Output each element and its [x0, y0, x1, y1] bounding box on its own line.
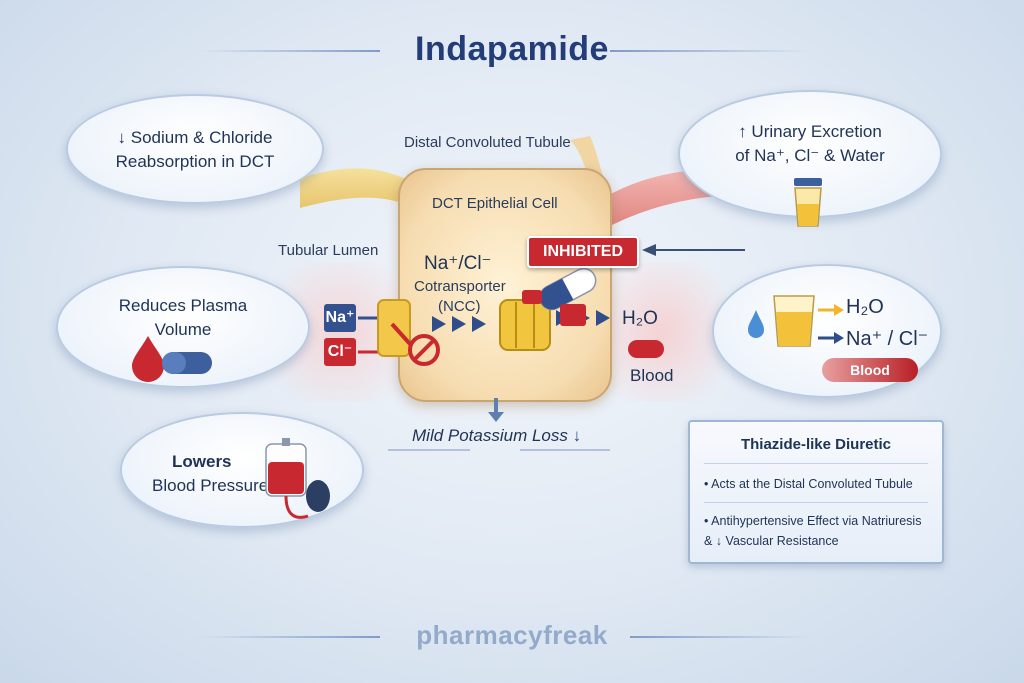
label-cotransporter-ions: Na⁺/Cl⁻: [424, 253, 492, 274]
bubble-bp-line2: Blood Pressure: [152, 476, 269, 495]
red-pill-icon: [628, 340, 664, 358]
red-vessel: [600, 168, 720, 226]
bubble-plasma-line1: Reduces Plasma: [118, 296, 248, 315]
bubble-h2o-label: H₂O: [846, 296, 884, 318]
title-line-left: [200, 50, 380, 52]
bubble-excretion-line2: of Na⁺, Cl⁻ & Water: [735, 146, 885, 165]
info-box-divider-2: [704, 502, 928, 503]
bubble-reabsorption-line2: Reabsorption in DCT: [115, 152, 275, 171]
bubble-plasma-line2: Volume: [154, 320, 212, 339]
iv-bag-icon: [265, 438, 330, 519]
label-blood: Blood: [630, 366, 674, 385]
potassium-loss-label: Mild Potassium Loss: [412, 426, 568, 445]
down-arrow-icon: ↓: [117, 128, 127, 147]
blood-drop-capsule-icon: [132, 336, 212, 382]
label-dct-cell: DCT Epithelial Cell: [432, 195, 558, 212]
info-box-divider: [704, 463, 928, 464]
water-glass-icon: [748, 295, 815, 347]
cl-ion-label: Cl⁻: [324, 338, 356, 366]
bubble-excretion-line1: Urinary Excretion: [751, 122, 882, 141]
potassium-down-arrow: ↓: [572, 426, 582, 445]
info-box-item-1: • Acts at the Distal Convoluted Tubule: [704, 477, 913, 491]
info-box-thiazide: Thiazide-like Diuretic • Acts at the Dis…: [688, 420, 944, 564]
page-title: Indapamide: [415, 30, 609, 68]
output-arrows: [818, 304, 844, 344]
label-distal-tubule: Distal Convoluted Tubule: [404, 134, 571, 151]
label-h2o: H₂O: [622, 308, 658, 329]
na-ion-label: Na⁺: [324, 304, 356, 332]
bubble-reabsorption: ↓ Sodium & Chloride Reabsorption in DCT: [66, 94, 324, 204]
drug-marker: [522, 290, 542, 304]
info-box-item-2: • Antihypertensive Effect via Natriuresi…: [704, 514, 922, 548]
yellow-tubule: [300, 168, 420, 210]
indapamide-capsule-icon: [539, 267, 597, 311]
blocked-icon: [390, 322, 440, 366]
bubble-reabsorption-line1: Sodium & Chloride: [130, 128, 273, 147]
brand-line-left: [200, 636, 380, 638]
blood-area: [596, 262, 726, 402]
drug-marker-secondary: [560, 304, 586, 326]
label-tubular-lumen: Tubular Lumen: [278, 242, 379, 259]
title-line-right: [610, 50, 810, 52]
bubble-bp-line1: Lowers: [172, 452, 232, 471]
blood-banner: Blood: [822, 358, 918, 382]
tubule-neck: [570, 136, 604, 180]
label-ncc: (NCC): [438, 298, 481, 315]
brand-line-right: [630, 636, 810, 638]
bubble-ions-label: Na⁺ / Cl⁻: [846, 328, 929, 350]
inhibited-badge: INHIBITED: [527, 236, 639, 268]
info-box-title: Thiazide-like Diuretic: [740, 436, 892, 453]
ncc-transporter: [499, 299, 551, 351]
up-arrow-icon: ↑: [738, 122, 747, 141]
urine-cup-icon: [794, 178, 822, 227]
potassium-loss: Mild Potassium Loss ↓: [412, 426, 581, 446]
brand-watermark: pharmacyfreak: [416, 620, 608, 650]
label-cotransporter: Cotransporter: [414, 278, 506, 295]
